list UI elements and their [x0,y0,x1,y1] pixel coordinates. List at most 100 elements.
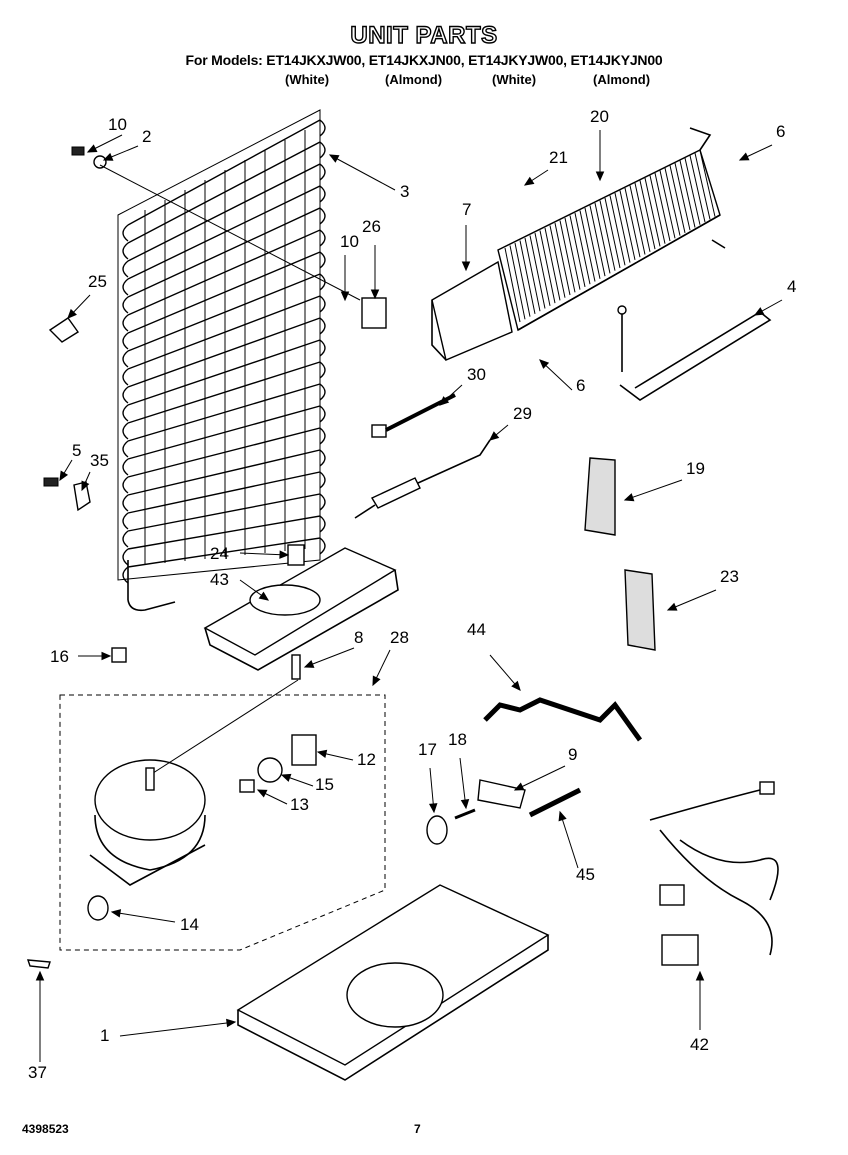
arrow-head [256,789,268,798]
leader-line [111,911,176,923]
part-callout: 24 [210,544,229,563]
leader-line [119,1021,236,1037]
part-callout: 28 [390,628,409,647]
part-callout: 23 [720,567,739,586]
part-callout: 1 [100,1026,109,1045]
arrow-head [35,970,45,981]
leader-line [559,811,579,869]
part-callout: 25 [88,272,107,291]
part-callout: 3 [400,182,409,201]
arrow-head [280,773,292,782]
compressor-group-box [59,694,386,951]
arrow-head [753,307,765,316]
page-title: UNIT PARTS [350,21,498,49]
arrow-head [695,970,705,981]
arrow-head [279,550,290,559]
part-callout: 42 [690,1035,709,1054]
part-callout: 19 [686,459,705,478]
arrow-head [372,675,381,687]
foam-block-23 [624,569,656,651]
part-callout: 17 [418,740,437,759]
part-callout: 37 [28,1063,47,1082]
arrow-head [439,396,450,406]
model-list: For Models: ET14JKXJW00, ET14JKXJN00, ET… [185,52,663,68]
part-callout: 18 [448,730,467,749]
pipe [483,697,643,742]
part-callout: 9 [568,745,577,764]
part-callout: 8 [354,628,363,647]
arrow-head [539,359,550,369]
part-callout: 6 [576,376,585,395]
part-callout: 15 [315,775,334,794]
arrow-head [328,154,340,163]
part-callout: 30 [467,365,486,384]
arrow-head [81,480,90,492]
part-callout: 2 [142,127,151,146]
arrow-head [110,909,122,918]
arrow-head [258,591,270,601]
arrow-head [460,799,470,810]
arrow-head [523,176,535,186]
part-callout: 29 [513,404,532,423]
variant-label-2: (Almond) [385,72,443,87]
part-callout: 12 [357,750,376,769]
part-callout: 6 [776,122,785,141]
washer [93,155,107,169]
arrow-head [226,1018,237,1028]
part-callout: 7 [462,200,471,219]
arrow-head [558,810,567,822]
part-callout: 4 [787,277,796,296]
arrow-head [86,144,98,153]
arrow-head [461,261,471,272]
arrow-head [59,470,69,482]
part-callout: 21 [549,148,568,167]
clip [48,317,80,343]
arrow-head [623,493,635,502]
part-callout: 14 [180,915,199,934]
bracket [361,297,387,329]
compressor [89,679,299,886]
foam-block-19 [584,457,616,536]
leader-line [667,589,717,611]
arrow-head [511,680,521,691]
part-callout: 13 [290,795,309,814]
page-number: 7 [414,1122,421,1136]
part-callout: 10 [108,115,127,134]
arrow-head [101,651,112,661]
arrow-head [303,659,315,668]
part-callout: 5 [72,441,81,460]
arrow-head [67,308,77,319]
part-callout: 44 [467,620,486,639]
variant-label-1: (White) [285,72,330,87]
evaporator [497,127,726,332]
document-number: 4398523 [22,1122,69,1136]
arrow-head [316,749,328,759]
part-callout: 43 [210,570,229,589]
variant-label-3: (White) [492,72,537,87]
arrow-head [489,431,500,441]
arrow-head [513,782,525,791]
arrow-head [340,291,350,302]
leader-line [329,154,396,191]
defrost-heater [619,311,772,401]
part-callout: 20 [590,107,609,126]
leader-line [624,479,683,501]
part-callout: 26 [362,217,381,236]
condenser-coil [117,109,326,612]
part-callout: 45 [576,865,595,884]
leader-line [514,765,566,791]
drain-trough [431,260,513,361]
variant-label-4: (Almond) [593,72,651,87]
part-callout: 10 [340,232,359,251]
arrow-head [738,152,750,161]
arrow-head [370,289,380,300]
arrow-head [595,171,605,182]
part-callout: 16 [50,647,69,666]
part-callout: 35 [90,451,109,470]
leader-line [304,647,355,668]
arrow-head [666,602,678,611]
arrow-head [428,803,438,814]
wire-harness [649,781,779,966]
arrow-head [102,152,114,161]
